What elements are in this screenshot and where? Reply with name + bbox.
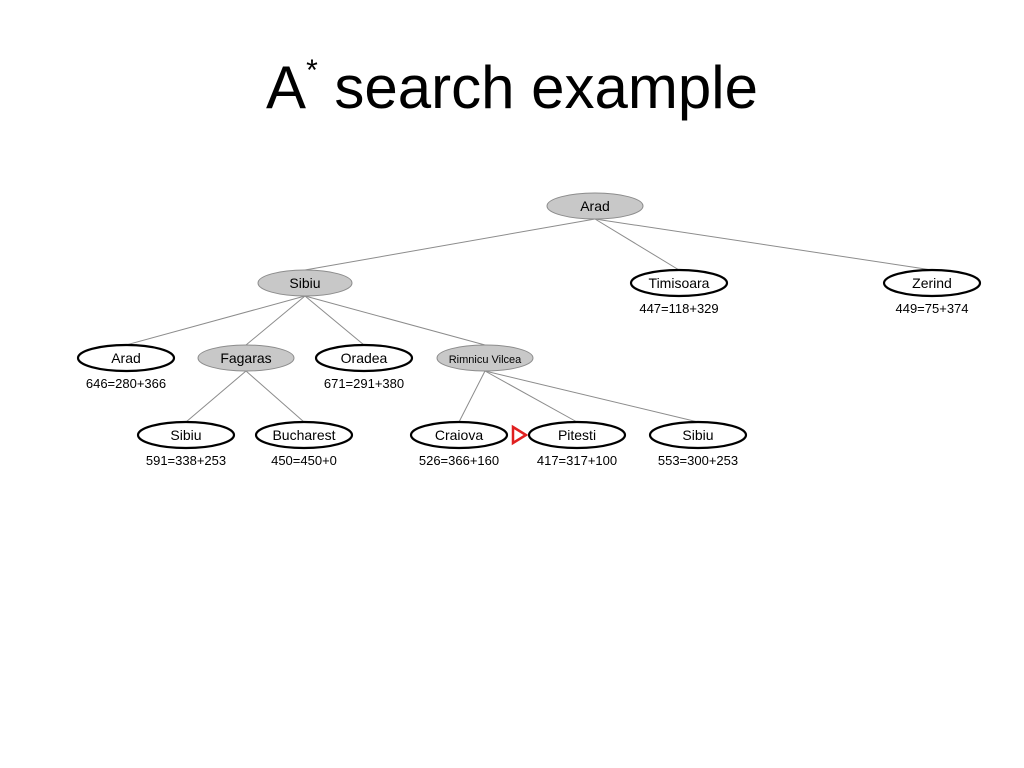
node-ellipse xyxy=(546,192,644,220)
node-label: Pitesti xyxy=(558,427,596,443)
node-ellipse xyxy=(76,343,176,373)
tree-node-sibiu-fagaras: Sibiu 591=338+253 xyxy=(136,420,236,468)
edge-sibiu-1-to-arad-2 xyxy=(125,295,306,346)
node-f-value: 591=338+253 xyxy=(146,453,226,468)
edge-fagaras-to-sibiu-fagaras xyxy=(185,370,247,423)
edge-arad-root-to-timisoara xyxy=(594,218,680,271)
node-ellipse xyxy=(257,269,353,297)
tree-node-zerind: Zerind 449=75+374 xyxy=(882,268,982,316)
node-f-value: 646=280+366 xyxy=(86,376,166,391)
node-ellipse xyxy=(527,420,627,450)
tree-node-arad-2: Arad 646=280+366 xyxy=(76,343,176,391)
tree-node-bucharest: Bucharest 450=450+0 xyxy=(254,420,354,468)
slide-title: A* search example xyxy=(0,56,1024,118)
title-superscript: * xyxy=(306,54,318,87)
edge-fagaras-to-bucharest xyxy=(245,370,305,423)
edge-arad-root-to-sibiu-1 xyxy=(304,218,596,271)
node-ellipse xyxy=(436,344,534,372)
tree-node-arad-root: Arad xyxy=(546,192,644,220)
edge-sibiu-1-to-rimnicu-vilcea xyxy=(304,295,486,346)
edge-rimnicu-vilcea-to-pitesti xyxy=(484,370,578,423)
tree-node-rimnicu-vilcea: Rimnicu Vilcea xyxy=(436,344,534,372)
next-expansion-marker-icon xyxy=(511,424,529,446)
node-ellipse xyxy=(197,344,295,372)
node-label: Bucharest xyxy=(272,427,335,443)
tree-node-sibiu-1: Sibiu xyxy=(257,269,353,297)
title-main: A xyxy=(266,54,307,121)
node-label: Craiova xyxy=(435,427,483,443)
edge-rimnicu-vilcea-to-sibiu-rimnicu xyxy=(484,370,699,423)
node-label: Zerind xyxy=(912,275,952,291)
node-label: Fagaras xyxy=(220,350,271,366)
node-label: Timisoara xyxy=(649,275,710,291)
edge-arad-root-to-zerind xyxy=(594,218,933,271)
tree-node-pitesti: Pitesti 417=317+100 xyxy=(511,420,627,468)
node-label: Sibiu xyxy=(289,275,320,291)
node-label: Arad xyxy=(580,198,610,214)
node-ellipse xyxy=(882,268,982,298)
node-label: Arad xyxy=(111,350,141,366)
node-f-value: 671=291+380 xyxy=(324,376,404,391)
tree-edges xyxy=(125,218,933,423)
node-f-value: 553=300+253 xyxy=(658,453,738,468)
edge-sibiu-1-to-fagaras xyxy=(245,295,306,346)
node-f-value: 449=75+374 xyxy=(895,301,968,316)
tree-node-oradea: Oradea 671=291+380 xyxy=(314,343,414,391)
title-rest: search example xyxy=(334,54,758,121)
node-ellipse xyxy=(648,420,748,450)
tree-node-timisoara: Timisoara 447=118+329 xyxy=(629,268,729,316)
node-label: Sibiu xyxy=(682,427,713,443)
node-label: Rimnicu Vilcea xyxy=(449,354,522,366)
node-label: Oradea xyxy=(341,350,388,366)
node-f-value: 526=366+160 xyxy=(419,453,499,468)
edge-sibiu-1-to-oradea xyxy=(304,295,365,346)
node-label: Sibiu xyxy=(170,427,201,443)
tree-node-fagaras: Fagaras xyxy=(197,344,295,372)
tree-node-sibiu-rimnicu: Sibiu 553=300+253 xyxy=(648,420,748,468)
node-ellipse xyxy=(314,343,414,373)
node-ellipse xyxy=(629,268,729,298)
edge-rimnicu-vilcea-to-craiova xyxy=(458,370,486,423)
node-ellipse xyxy=(409,420,509,450)
tree-node-craiova: Craiova 526=366+160 xyxy=(409,420,509,468)
node-ellipse xyxy=(254,420,354,450)
node-f-value: 447=118+329 xyxy=(639,301,718,316)
node-ellipse xyxy=(136,420,236,450)
node-f-value: 417=317+100 xyxy=(537,453,617,468)
node-f-value: 450=450+0 xyxy=(271,453,337,468)
